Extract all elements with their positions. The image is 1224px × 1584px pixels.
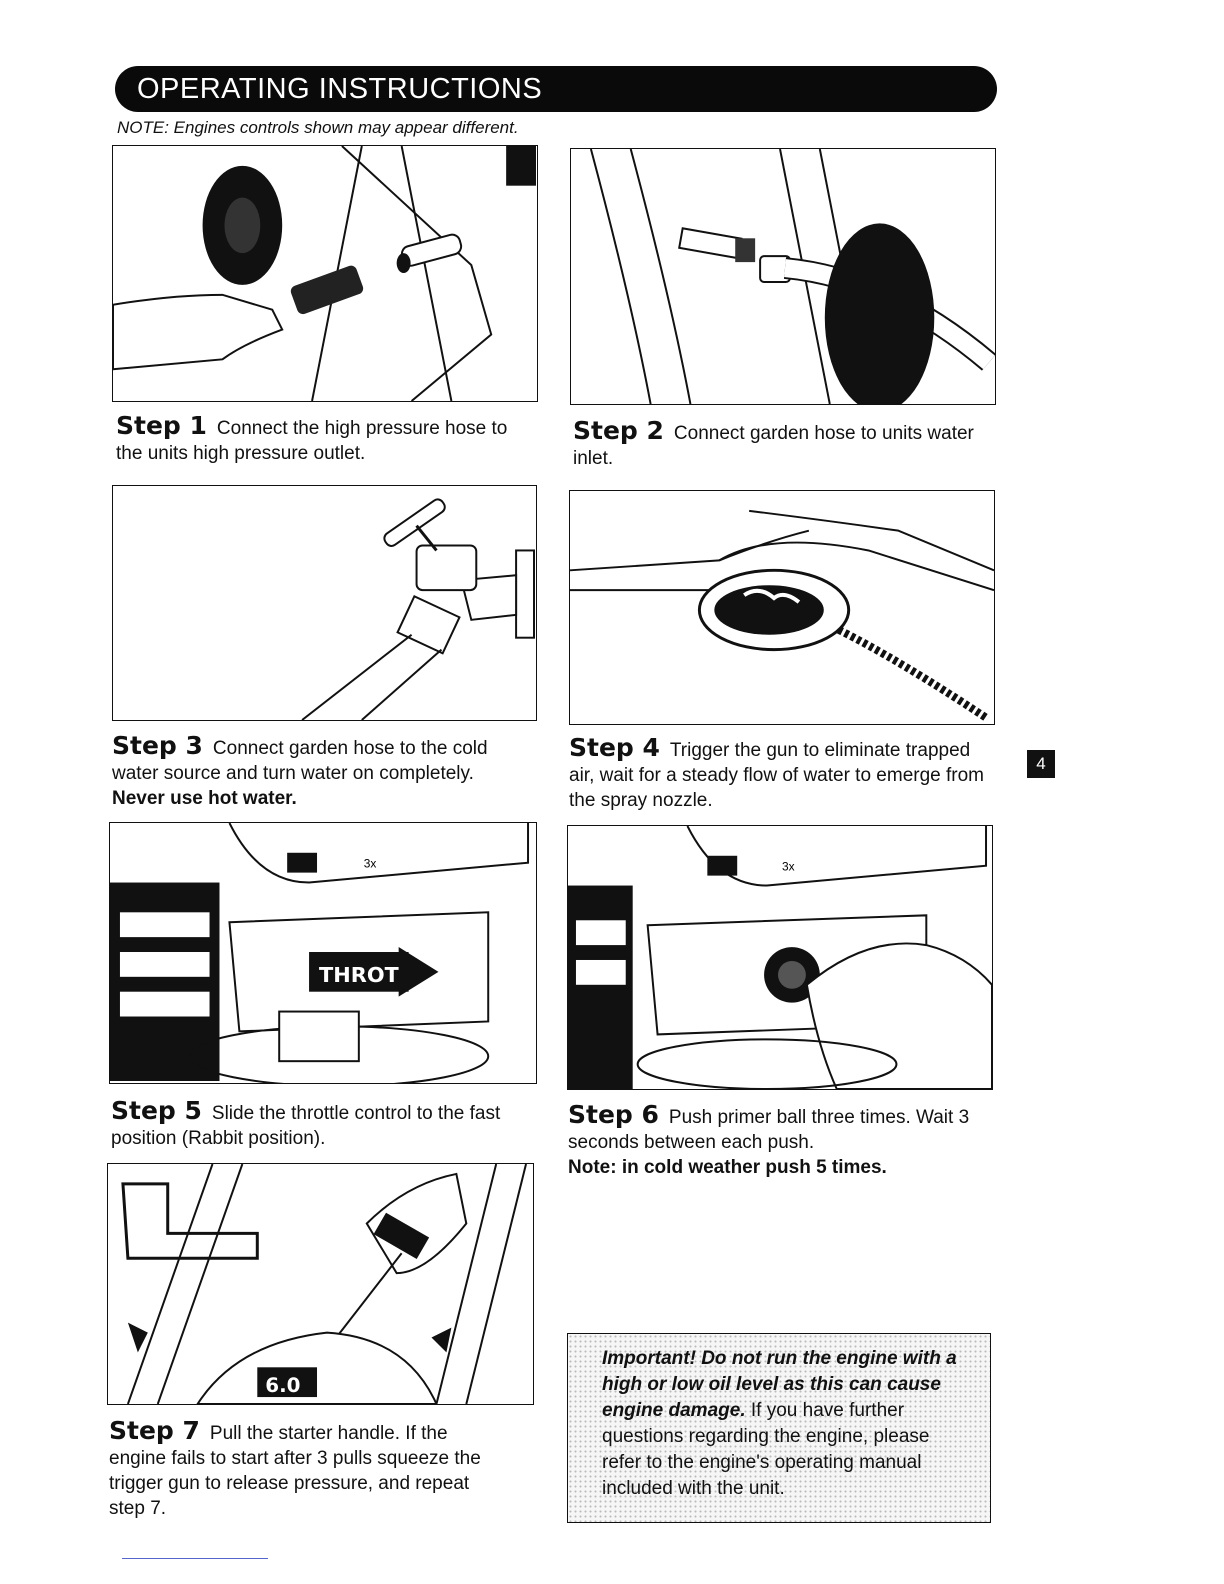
section-title: OPERATING INSTRUCTIONS [115,66,997,112]
footer-divider [122,1558,268,1559]
step-5-label: Step 5 [111,1096,202,1125]
step-5-illustration: 3x THROTTLE [109,822,537,1084]
step-3-label: Step 3 [112,731,203,760]
step-5-text: Slide the throttle control to the fast p… [111,1103,501,1149]
step-7-text: Pull the starter handle. If the engine f… [109,1423,481,1519]
step-6-label: Step 6 [568,1100,659,1129]
important-text: If you have further questions regarding … [602,1400,930,1499]
step-4-illustration [569,490,995,725]
step-7-label: Step 7 [109,1416,200,1445]
important-notice: Important! Do not run the engine with a … [567,1333,991,1523]
step-6-warning: Note: in cold weather push 5 times. [568,1157,887,1178]
primer-count-label: 3x [364,857,377,871]
step-7-illustration: 6.0 [107,1163,534,1405]
important-warning: Important! Do not run the engine with a … [602,1348,957,1421]
step-1-illustration [112,145,538,402]
engine-badge: 6.0 [265,1374,300,1397]
page-number: 4 [1027,750,1055,778]
step-2-label: Step 2 [573,416,664,445]
step-6-illustration: 3x [567,825,993,1090]
step-2-text: Connect garden hose to units water inlet… [573,423,974,469]
step-4-label: Step 4 [569,733,660,762]
step-3-warning: Never use hot water. [112,788,297,809]
step-2-illustration [570,148,996,405]
step-3-text: Connect garden hose to the cold water so… [112,738,488,784]
step-1-label: Step 1 [116,411,207,440]
engine-note: NOTE: Engines controls shown may appear … [117,118,519,137]
primer-count-label-2: 3x [782,860,795,874]
step-6-text: Push primer ball three times. Wait 3 sec… [568,1107,970,1153]
step-3-illustration [112,485,537,721]
step-4-text: Trigger the gun to eliminate trapped air… [569,740,985,811]
step-1-text: Connect the high pressure hose to the un… [116,418,508,464]
